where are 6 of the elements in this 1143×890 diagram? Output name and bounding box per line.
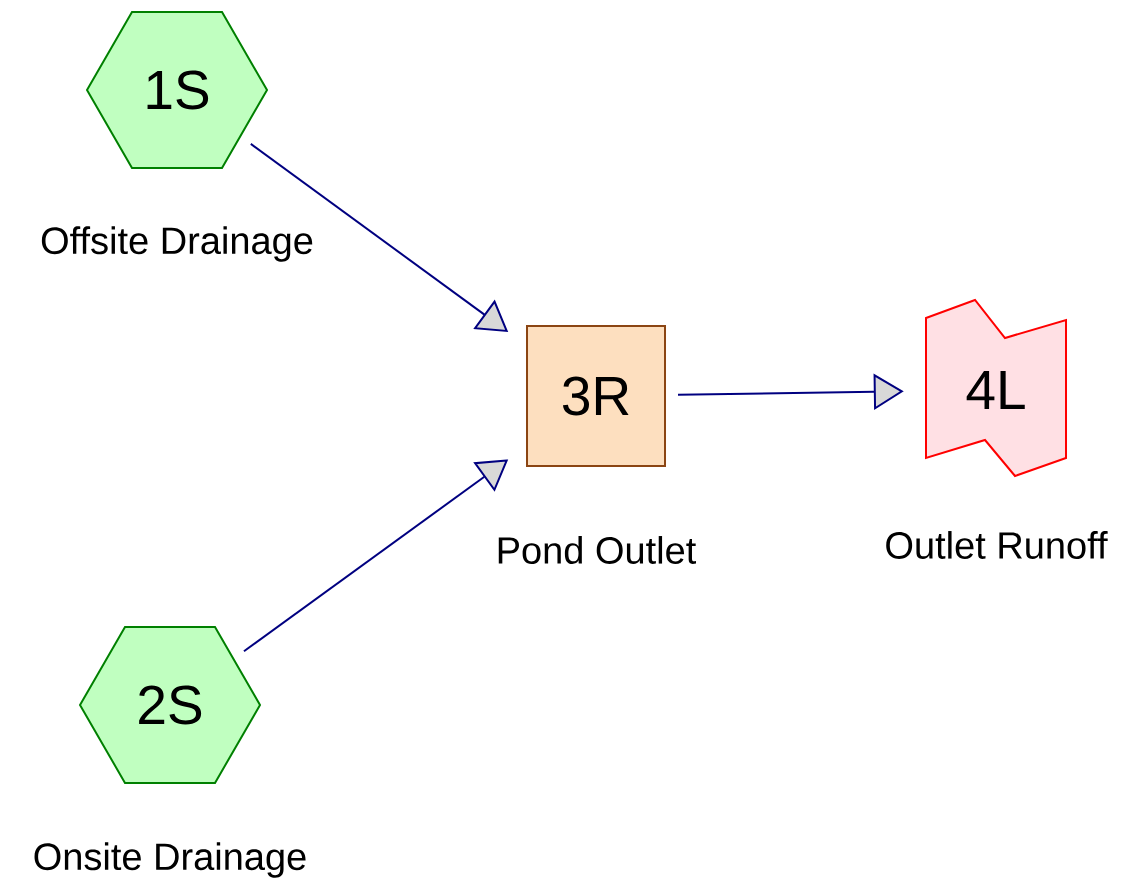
reach-box: 3R xyxy=(526,325,666,467)
node-caption: Outlet Runoff xyxy=(886,531,1108,559)
link-node: 4L xyxy=(925,298,1067,478)
node-caption: Pond Outlet xyxy=(498,536,696,564)
node-caption: Offsite Drainage xyxy=(41,226,313,262)
node-caption: Onsite Drainage xyxy=(34,842,306,878)
